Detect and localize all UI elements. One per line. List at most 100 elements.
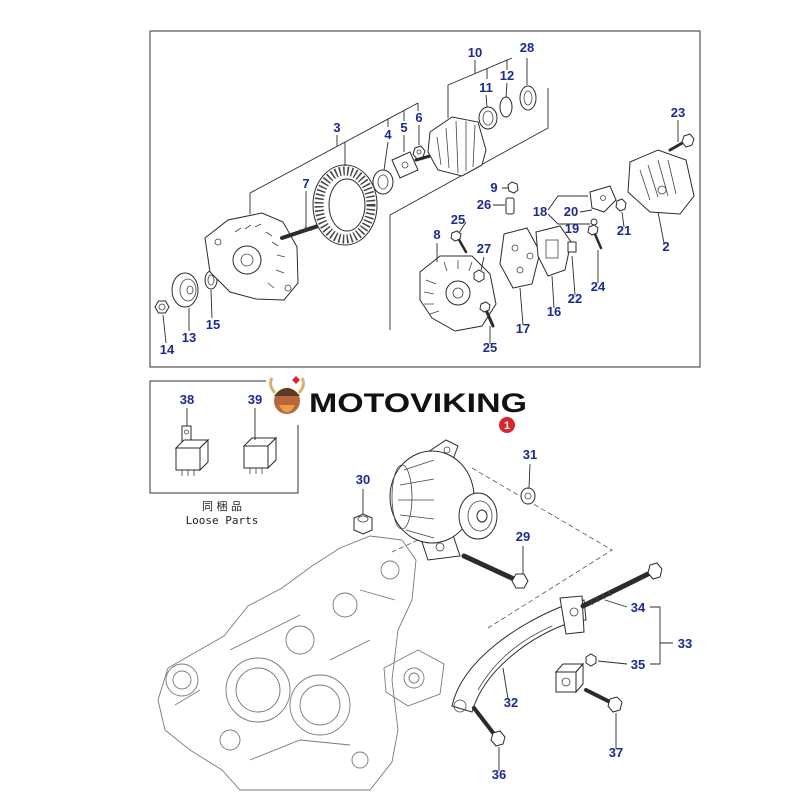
rear-housing-bore [452, 287, 464, 299]
adjusting-bracket-hole-high [569, 607, 579, 617]
adjusting-block-front [555, 671, 577, 693]
logo-backdrop [266, 377, 536, 425]
alternator-fins [398, 459, 435, 539]
holder-screw [567, 241, 577, 253]
pulley-nut [154, 300, 170, 314]
assembly-guide-lines [391, 467, 613, 629]
block-bolt-head [607, 696, 623, 713]
callout-5: 5 [400, 120, 407, 135]
rectifier-body [499, 227, 541, 289]
engine-boss-a [165, 663, 199, 697]
regulator-bracket [589, 185, 617, 213]
viking-horns [269, 377, 305, 394]
rear-cover-hole [657, 185, 667, 195]
mount-washer [520, 487, 536, 505]
rotor-shaft [414, 154, 432, 162]
callout-3: 3 [333, 120, 340, 135]
callout-32: 32 [504, 695, 518, 710]
front-bearing [372, 169, 394, 195]
adjusting-bolt-shank [580, 571, 651, 609]
adjusting-bolt-head [647, 562, 663, 580]
relay-with-bracket [174, 425, 210, 476]
mount-bolt [461, 553, 529, 589]
loose-parts-title-jp: 同 梱 品 [202, 499, 242, 513]
rear-bearing-outer [478, 106, 498, 130]
engine-gear-bore-a-inner [235, 667, 281, 713]
marker-circle [499, 417, 515, 433]
mount-pad-bore [408, 672, 420, 684]
engine-boss-a-bore [172, 670, 192, 690]
terminal-sleeve [505, 197, 515, 215]
washer-inner [523, 90, 533, 106]
marker-badge: 1 [499, 417, 515, 433]
cover-bolt-head [681, 133, 695, 148]
front-housing-bore [240, 253, 254, 267]
mount-nut-body [353, 513, 373, 535]
pulley-nut-bore [158, 303, 166, 311]
rear-cover-slots [639, 159, 677, 201]
callout-16: 16 [547, 304, 561, 319]
mount-bolt-head [511, 573, 529, 589]
callout-18: 18 [533, 204, 547, 219]
adjusting-bracket-slot [477, 625, 553, 691]
housing-nut [473, 269, 485, 283]
engine-boss-c [332, 592, 358, 618]
engine-boss-b [285, 625, 315, 655]
mount-pad-boss [403, 667, 425, 689]
pulley-groove [179, 278, 197, 302]
relay-b-pins [249, 468, 263, 474]
alternator-ear-hole [443, 446, 451, 454]
callout-25-lower: 25 [483, 340, 497, 355]
callout-38: 38 [180, 392, 194, 407]
front-housing [204, 212, 299, 301]
housing-bolt-a [450, 230, 468, 254]
front-housing-hole-b [284, 284, 292, 292]
housing-bolt-b [479, 301, 495, 328]
regulator-bracket-hole [600, 195, 606, 201]
housing-bolt-a-head [450, 230, 462, 242]
alternator-assembly [389, 439, 498, 561]
pulley-rim [171, 272, 199, 308]
adjusting-bracket [451, 595, 587, 713]
loose-parts-leaders [186, 408, 256, 440]
spacer-inner [207, 274, 215, 286]
callout-10: 10 [468, 45, 482, 60]
mount-nut [353, 513, 373, 535]
stator-windings [314, 166, 376, 244]
callout-2: 2 [662, 239, 669, 254]
front-bearing-outer [372, 169, 394, 195]
front-bearing-inner [377, 174, 389, 190]
stator-inner [328, 178, 366, 232]
block-bolt-shank [584, 688, 612, 704]
callout-28: 28 [520, 40, 534, 55]
exploded-view-frame [149, 30, 701, 368]
front-housing-hub [232, 245, 262, 275]
relay-a-pins [181, 470, 195, 476]
mounting-leader-lines [362, 463, 673, 771]
pulley [171, 272, 199, 308]
rotor-claws [436, 120, 476, 174]
brush-holder-window [545, 239, 559, 259]
rectifier-diode-c [526, 252, 534, 260]
mount-washer-inner [524, 492, 532, 500]
adjusting-bracket-plate [559, 595, 585, 635]
adjusting-bracket-hole-low [453, 699, 467, 713]
rectifier-diode-b [516, 266, 524, 274]
through-stud-shaft [280, 224, 320, 240]
alternator-pulley-groove [467, 500, 493, 532]
regulator-screw-head [590, 218, 598, 226]
mount-pad [383, 649, 445, 707]
mount-bolt-shank [461, 553, 519, 583]
callout-34: 34 [631, 600, 646, 615]
block-bolt [584, 688, 623, 713]
pulley-nut-hex [154, 300, 170, 314]
motoviking-logo: MOTOVIKING [266, 376, 536, 425]
stator [312, 164, 378, 246]
retainer-plate-body [391, 151, 419, 179]
callout-33: 33 [678, 636, 692, 651]
relay [242, 436, 278, 474]
adjusting-bolt [580, 562, 663, 609]
callout-35: 35 [631, 657, 645, 672]
